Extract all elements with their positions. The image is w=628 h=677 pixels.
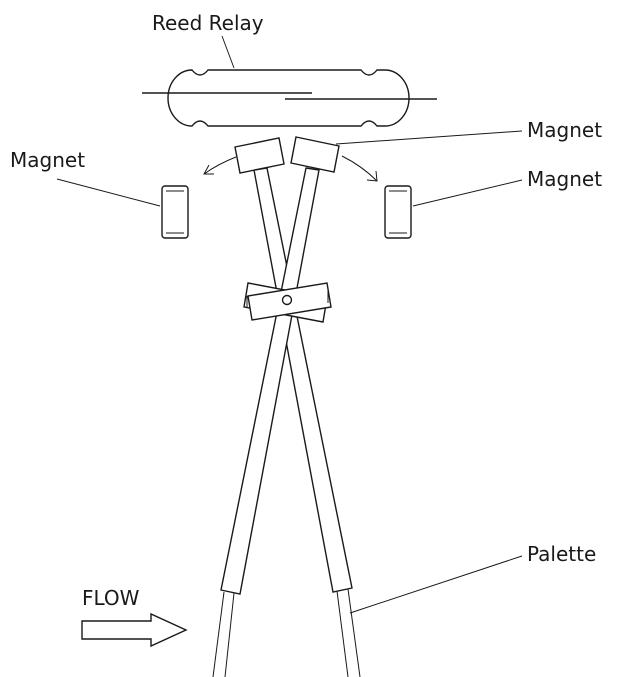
palette-right-wire-b — [347, 588, 361, 677]
palette-label: Palette — [527, 542, 596, 566]
magnet-left — [161, 185, 189, 239]
reed-relay — [142, 69, 437, 127]
magnet-on-left-arm — [234, 137, 285, 174]
flow-label: FLOW — [82, 586, 140, 610]
magnet-top-right-label: Magnet — [527, 118, 602, 142]
palette-left-wire-a — [212, 591, 225, 677]
swing-arrow-left-head — [203, 164, 214, 175]
magnet-right — [384, 185, 412, 239]
palette-left-wire-b — [224, 592, 235, 677]
swing-arrow-right-head — [366, 170, 378, 182]
reed-relay-label: Reed Relay — [152, 11, 264, 35]
magnet-right-leader — [412, 179, 523, 207]
swing-arrows — [203, 155, 378, 182]
palette-leader — [349, 555, 523, 614]
reed-relay-glass-body — [167, 69, 410, 127]
magnet-left-label: Magnet — [10, 148, 85, 172]
pivot-arms — [220, 167, 353, 595]
pivot-assembly — [243, 282, 332, 323]
side-magnets — [161, 185, 412, 239]
palette — [212, 588, 361, 677]
swing-arrow-right — [341, 155, 378, 182]
swing-arrow-left — [203, 156, 237, 175]
palette-right-wire-a — [336, 590, 349, 677]
reed-relay-leader — [221, 35, 235, 69]
pivot-pin — [281, 294, 293, 306]
magnet-top-right-leader — [335, 130, 523, 145]
magnet-on-right-arm — [290, 136, 340, 173]
arm-left-leaning — [220, 167, 320, 595]
magnet-left-leader — [56, 178, 161, 207]
flow-arrow — [81, 612, 188, 648]
magnet-right-label: Magnet — [527, 167, 602, 191]
arm-magnets — [234, 136, 340, 174]
